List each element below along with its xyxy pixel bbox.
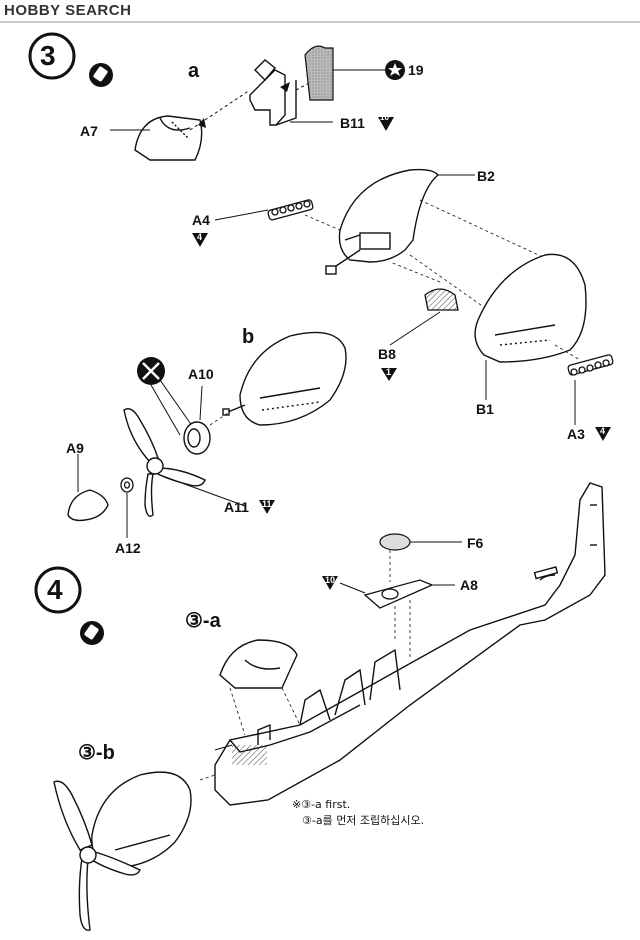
label-a10: A10 [188,366,214,382]
label-a11-badge: 11 [262,499,272,509]
label-a8-badge: 10 [325,575,336,585]
ref-3a-label: ③-a [185,610,221,632]
part-f6 [379,533,411,551]
label-a12: A12 [115,540,141,556]
label-a3-badge: 4 [600,426,606,436]
part-b8 [424,288,459,311]
part-a7 [134,115,203,161]
label-19: 19 [408,62,424,78]
part-a11 [123,408,206,517]
step-4-number: 4 [47,574,63,605]
glue-icon-step4 [80,621,104,645]
step-3-number: 3 [40,40,56,71]
step-4-circle [34,566,82,614]
canopy-assembly [219,639,298,689]
fuselage [214,482,606,806]
engine-prop-assembly [53,771,192,931]
subassembly-a-label: a [188,60,200,82]
watermark: HOBBY SEARCH [4,2,131,19]
step-3-circle [28,32,76,80]
glue-icon [89,63,113,87]
color-19-icon [385,60,405,80]
label-b8: B8 [378,346,396,362]
label-a4: A4 [192,212,210,228]
label-a4-badge: 4 [197,232,203,242]
label-b11: B11 [340,115,365,131]
subassembly-b-label: b [242,326,255,348]
label-b1: B1 [476,401,494,417]
part-b1 [474,253,587,363]
label-f6: F6 [467,535,484,551]
assembly-note-ko: ③-a를 먼저 조립하십시오. [302,814,425,827]
part-b11 [249,59,297,126]
engine-cowl [222,331,347,426]
label-a8: A8 [460,577,478,593]
part-b2 [325,168,439,275]
label-b11-badge: 10 [380,113,389,122]
part-a4 [267,199,314,221]
label-a3: A3 [567,426,585,442]
part-a3 [567,354,614,376]
no-glue-icon [137,357,165,385]
armor-plate [304,45,334,101]
label-b2: B2 [477,168,495,184]
ref-3b-label: ③-b [78,742,115,764]
label-a11: A11 [224,499,249,515]
hobby-search-logo: HOBBY SEARCH [4,2,132,19]
label-b8-badge: 1 [386,367,392,377]
assembly-note-en: ※③-a first. [292,798,351,811]
part-a9 [67,489,109,522]
part-a12 [120,477,134,493]
part-a8 [363,579,434,609]
part-a10 [183,421,211,455]
label-a9: A9 [66,440,84,456]
label-a7: A7 [80,123,98,139]
